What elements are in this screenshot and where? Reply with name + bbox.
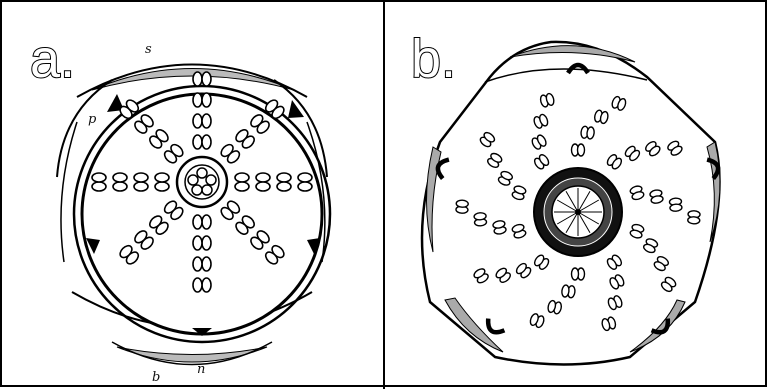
panel-a: a. s p b n	[2, 2, 383, 389]
stamen-lobe	[649, 189, 663, 204]
letter-p: p	[88, 112, 96, 127]
central-pistil	[177, 157, 227, 207]
letter-n: n	[197, 362, 205, 377]
panel-b: b.	[385, 2, 767, 389]
letter-b: b	[152, 370, 160, 385]
letter-s: s	[145, 42, 152, 57]
stamen-lobe	[594, 109, 609, 124]
stamen-lobe	[492, 220, 506, 235]
panel-a-label: a.	[30, 32, 75, 86]
stamen-lobe	[572, 144, 585, 156]
stamen-lobe	[669, 198, 682, 212]
stamen-lobe	[456, 200, 469, 214]
stamen-lobe	[572, 268, 585, 280]
stamen-lobe	[688, 211, 701, 225]
stamen-lobe	[561, 285, 575, 298]
stamen-lobe	[580, 126, 594, 139]
stamen-lobe	[474, 212, 487, 226]
panel-b-label: b.	[411, 32, 456, 86]
stamen-lobe	[547, 300, 562, 315]
